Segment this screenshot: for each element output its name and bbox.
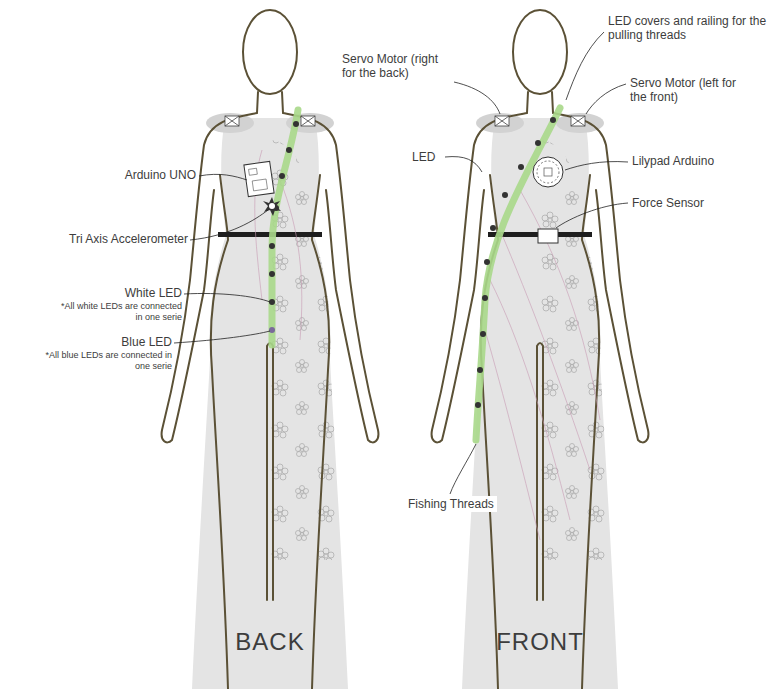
leader-lines	[174, 32, 628, 494]
front-figure	[432, 10, 649, 689]
fishing-threads	[485, 190, 600, 540]
part-label: White LED	[80, 286, 182, 300]
part-label: Fishing Threads	[405, 496, 497, 512]
view-title: BACK	[215, 628, 325, 657]
part-label: Blue LED	[70, 335, 172, 349]
force-sensor	[538, 229, 558, 243]
arduino-uno	[244, 161, 274, 196]
part-label: Force Sensor	[632, 196, 704, 210]
accelerometer	[263, 197, 281, 216]
lilypad-arduino	[533, 157, 563, 187]
led-strip	[272, 110, 298, 345]
note: *All blue LEDs are connected in one seri…	[42, 350, 172, 372]
back-figure	[162, 10, 379, 689]
led-dots	[269, 121, 299, 333]
part-label: Arduino UNO	[100, 168, 196, 182]
part-label: LED	[412, 150, 435, 164]
part-label: Servo Motor (right for the back)	[342, 52, 454, 81]
part-label: LED covers and railing for the pulling t…	[608, 14, 773, 43]
view-title: FRONT	[480, 628, 600, 657]
note: *All white LEDs are connected in one ser…	[52, 301, 182, 323]
part-label: Servo Motor (left for the front)	[630, 76, 742, 105]
part-label: Lilypad Arduino	[632, 154, 714, 168]
part-label: Tri Axis Accelerometer	[30, 232, 188, 246]
